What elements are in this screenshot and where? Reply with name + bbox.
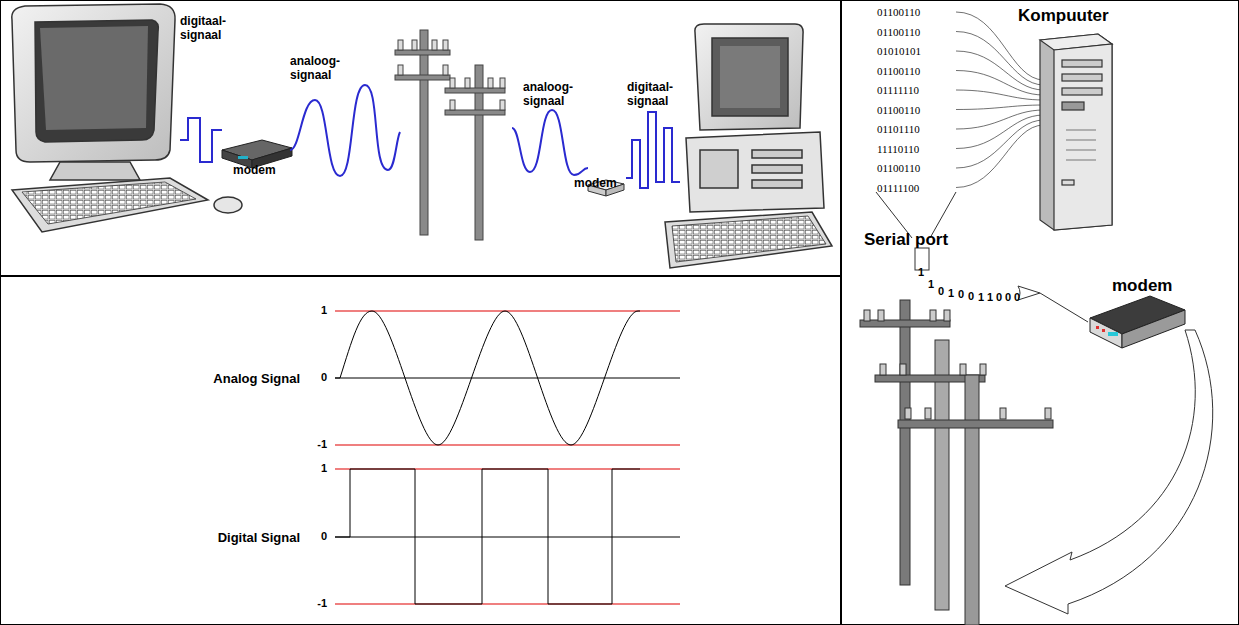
insulator <box>960 364 966 375</box>
data-line <box>956 105 1044 110</box>
insulator <box>930 310 936 321</box>
binary-word: 01100110 <box>877 26 920 38</box>
bit-value: 0 <box>996 291 1002 303</box>
axis-value: 1 <box>321 462 327 474</box>
bit-value: 0 <box>1014 291 1020 303</box>
data-line <box>956 110 1044 129</box>
insulator <box>980 364 986 375</box>
data-line <box>956 71 1044 96</box>
signal-label: analoog-signaal <box>290 54 352 82</box>
insulator <box>1045 408 1051 419</box>
signal-label: digitaal-signaal <box>180 14 242 42</box>
axis-value: 0 <box>321 371 327 383</box>
binary-word: 01100110 <box>877 162 920 174</box>
bit-value: 0 <box>938 285 944 297</box>
insulator <box>878 310 884 321</box>
bit-value: 1 <box>928 278 934 290</box>
binary-word: 01101110 <box>877 123 920 135</box>
binary-word: 01100110 <box>877 65 920 77</box>
data-line <box>956 32 1044 86</box>
bit-value: 0 <box>968 290 974 302</box>
signal-name: Digital Signal <box>218 530 300 545</box>
data-line <box>956 125 1044 188</box>
signal-label: digitaal-signaal <box>627 80 689 108</box>
bit-value: 1 <box>987 291 993 303</box>
binary-word: 01111100 <box>877 182 919 194</box>
insulator <box>944 310 950 321</box>
binary-word: 01010101 <box>877 45 921 57</box>
binary-word: 01100110 <box>877 104 920 116</box>
signal-name: Analog Signal <box>213 371 300 386</box>
bit-value: 1 <box>918 266 924 278</box>
data-line <box>956 115 1044 149</box>
device-label: modem <box>1112 276 1172 296</box>
insulator <box>1000 408 1006 419</box>
axis-value: 0 <box>321 530 327 542</box>
device-label: Kompuuter <box>1018 6 1109 26</box>
insulator <box>900 364 906 375</box>
axis-value: 1 <box>321 304 327 316</box>
insulator <box>864 310 870 321</box>
axis-value: -1 <box>317 438 327 450</box>
binary-word: 01111110 <box>877 84 919 96</box>
binary-word: 01100110 <box>877 6 920 18</box>
port-label: Serial port <box>864 230 948 250</box>
data-line <box>956 90 1044 100</box>
binary-word: 11110110 <box>877 143 919 155</box>
bit-value: 0 <box>958 288 964 300</box>
axis-value: -1 <box>317 597 327 609</box>
device-label: modem <box>233 163 276 177</box>
signal-label: analoog-signaal <box>523 80 585 108</box>
insulator <box>905 408 911 419</box>
bit-value: 1 <box>948 287 954 299</box>
insulator <box>880 364 886 375</box>
bit-value: 0 <box>1005 291 1011 303</box>
data-line <box>956 51 1044 90</box>
bit-value: 1 <box>978 291 984 303</box>
insulator <box>925 408 931 419</box>
device-label: modem <box>574 176 617 190</box>
